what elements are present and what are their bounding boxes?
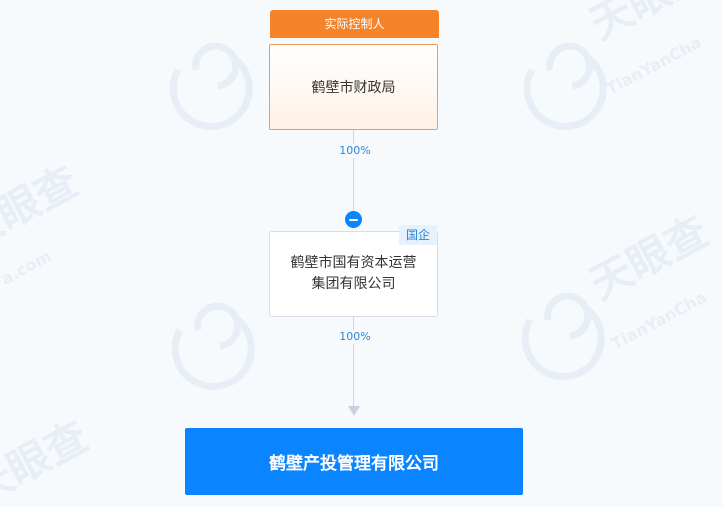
target-company-name: 鹤壁产投管理有限公司 bbox=[269, 454, 439, 474]
percent-label: 100% bbox=[325, 144, 385, 158]
controller-node[interactable]: 鹤壁市财政局 bbox=[269, 44, 438, 130]
shareholder-name-line1: 鹤壁市国有资本运营 bbox=[290, 255, 417, 271]
watermark-brand-cn: 天眼查 bbox=[582, 206, 716, 308]
arrow-down-icon bbox=[348, 406, 360, 416]
state-owned-badge: 国企 bbox=[399, 225, 437, 245]
shareholder-node[interactable]: 鹤壁市国有资本运营 集团有限公司 bbox=[269, 231, 438, 317]
watermark-brand-cn: 天眼查 bbox=[582, 0, 716, 49]
watermark-brand-cn: 天眼查 bbox=[0, 156, 86, 258]
watermark-domain: a.com bbox=[0, 246, 55, 288]
shareholder-name-line2: 集团有限公司 bbox=[311, 276, 396, 292]
watermark-brand-en: TianYanCha bbox=[603, 33, 704, 99]
watermark-logo-mark bbox=[521, 292, 605, 380]
watermark-logo-mark bbox=[523, 42, 607, 130]
watermark-brand-cn: 天眼查 bbox=[0, 411, 96, 507]
target-company-node[interactable]: 鹤壁产投管理有限公司 bbox=[185, 428, 523, 495]
watermark-brand-en: TianYanCha bbox=[608, 288, 709, 354]
controller-name: 鹤壁市财政局 bbox=[311, 80, 396, 96]
watermark-logo-mark bbox=[169, 42, 253, 130]
connector-line bbox=[353, 130, 354, 212]
actual-controller-tag: 实际控制人 bbox=[270, 10, 439, 38]
percent-label: 100% bbox=[325, 330, 385, 344]
connector-line bbox=[353, 317, 354, 407]
collapse-button[interactable] bbox=[345, 211, 362, 228]
minus-icon bbox=[349, 218, 358, 221]
watermark-logo-mark bbox=[171, 302, 255, 390]
